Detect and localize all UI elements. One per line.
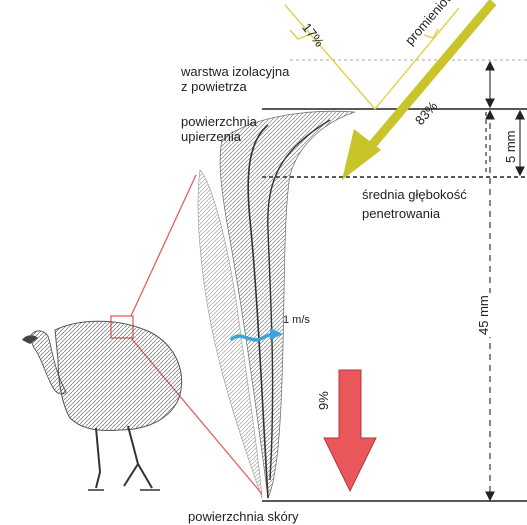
label-plumage-line2: upierzenia xyxy=(181,129,241,144)
heat-transfer-arrow xyxy=(324,370,376,491)
label-plumage-line1: powierzchnia xyxy=(181,114,257,129)
air-layer-dimension xyxy=(486,62,494,107)
label-skin-surface: powierzchnia skóry xyxy=(188,509,299,524)
label-penetration-line2: penetrowania xyxy=(362,206,440,221)
label-wind-speed: 1 m/s xyxy=(283,313,310,328)
label-transmitted-pct: 9% xyxy=(316,391,331,410)
label-penetration-line1: średnia głębokość xyxy=(362,187,467,202)
label-plumage-depth: 45 mm xyxy=(476,293,491,337)
emu-illustration xyxy=(22,321,182,490)
label-insulation-line2: z powietrza xyxy=(181,79,247,94)
label-insulation-line1: warstwa izolacyjna xyxy=(181,64,289,79)
label-penetration-depth: 5 mm xyxy=(503,131,518,164)
